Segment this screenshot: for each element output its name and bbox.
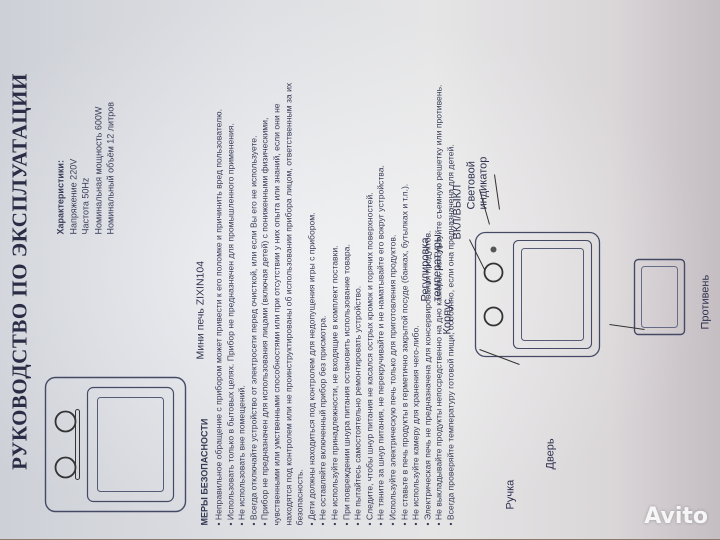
- safety-rule: Не использовать вне помещений.: [237, 0, 249, 526]
- safety-heading: МЕРЫ БЕЗОПАСНОСТИ: [199, 418, 210, 526]
- safety-rule: Не используйте принадлежности, не входящ…: [329, 0, 341, 526]
- specs-block: Характеристики: Напряжение 220V Частота …: [55, 5, 118, 235]
- tray-illustration: [633, 258, 686, 336]
- oven-illustration-top: [44, 376, 187, 513]
- safety-rule: Использовать только в бытовых целях. При…: [225, 0, 237, 526]
- oven-diagram: [474, 231, 601, 358]
- label-power: ВКЛ/ВЫКЛ: [451, 184, 464, 240]
- safety-rule: Не ставьте в печь продукты в герметично …: [399, 0, 411, 526]
- spec-line: Частота 50Hz: [80, 177, 91, 235]
- safety-rule: Не тяните за шнур питания, не перекручив…: [376, 0, 388, 526]
- diagram-leader-lines: [469, 174, 645, 365]
- label-door: Дверь: [544, 438, 557, 470]
- safety-rule: Не пытайтесь самостоятельно ремонтироват…: [353, 0, 365, 526]
- spec-line: Номинальный объём 12 литров: [105, 102, 116, 235]
- safety-rule: находятся под контролем или не проинстру…: [283, 82, 294, 526]
- spec-line: Напряжение 220V: [68, 158, 78, 235]
- label-body: Корпус: [441, 299, 454, 335]
- safety-rule: Не оставляйте включенный прибор без прис…: [318, 0, 330, 526]
- safety-rule: При повреждении шнура питания остановить…: [341, 0, 353, 526]
- safety-rule: чувственными или умственными способностя…: [271, 103, 282, 526]
- label-handle: Ручка: [504, 479, 517, 510]
- safety-rule: Следите, чтобы шнур питания не касался о…: [364, 0, 376, 526]
- safety-rule: Всегда отключайте устройство от электрос…: [248, 0, 260, 526]
- page-title: РУКОВОДСТВО ПО ЭКСПЛУАТАЦИИ: [7, 73, 32, 470]
- safety-rule: Дети должны находиться под контролем для…: [306, 0, 318, 526]
- label-tray: Противень: [699, 274, 712, 330]
- label-temperature: Регулировка температуры: [419, 234, 444, 302]
- specs-heading: Характеристики:: [55, 160, 66, 235]
- safety-rule: Используйте электрическую печь только дл…: [387, 0, 399, 526]
- model-name: Мини печь ZIXIN104: [194, 260, 207, 360]
- avito-watermark: Avito: [644, 504, 708, 529]
- spec-line: Номинальная мощность 600W: [93, 106, 103, 235]
- safety-rule: Прибор не предназначен для использования…: [260, 0, 272, 526]
- safety-rule: безопасность.: [294, 469, 305, 526]
- safety-rule: Неправильное обращение с прибором может …: [214, 0, 226, 526]
- safety-rule: Всегда проверяйте температуру готовой пи…: [445, 0, 457, 526]
- label-indicator: Световой индикатор: [465, 156, 490, 210]
